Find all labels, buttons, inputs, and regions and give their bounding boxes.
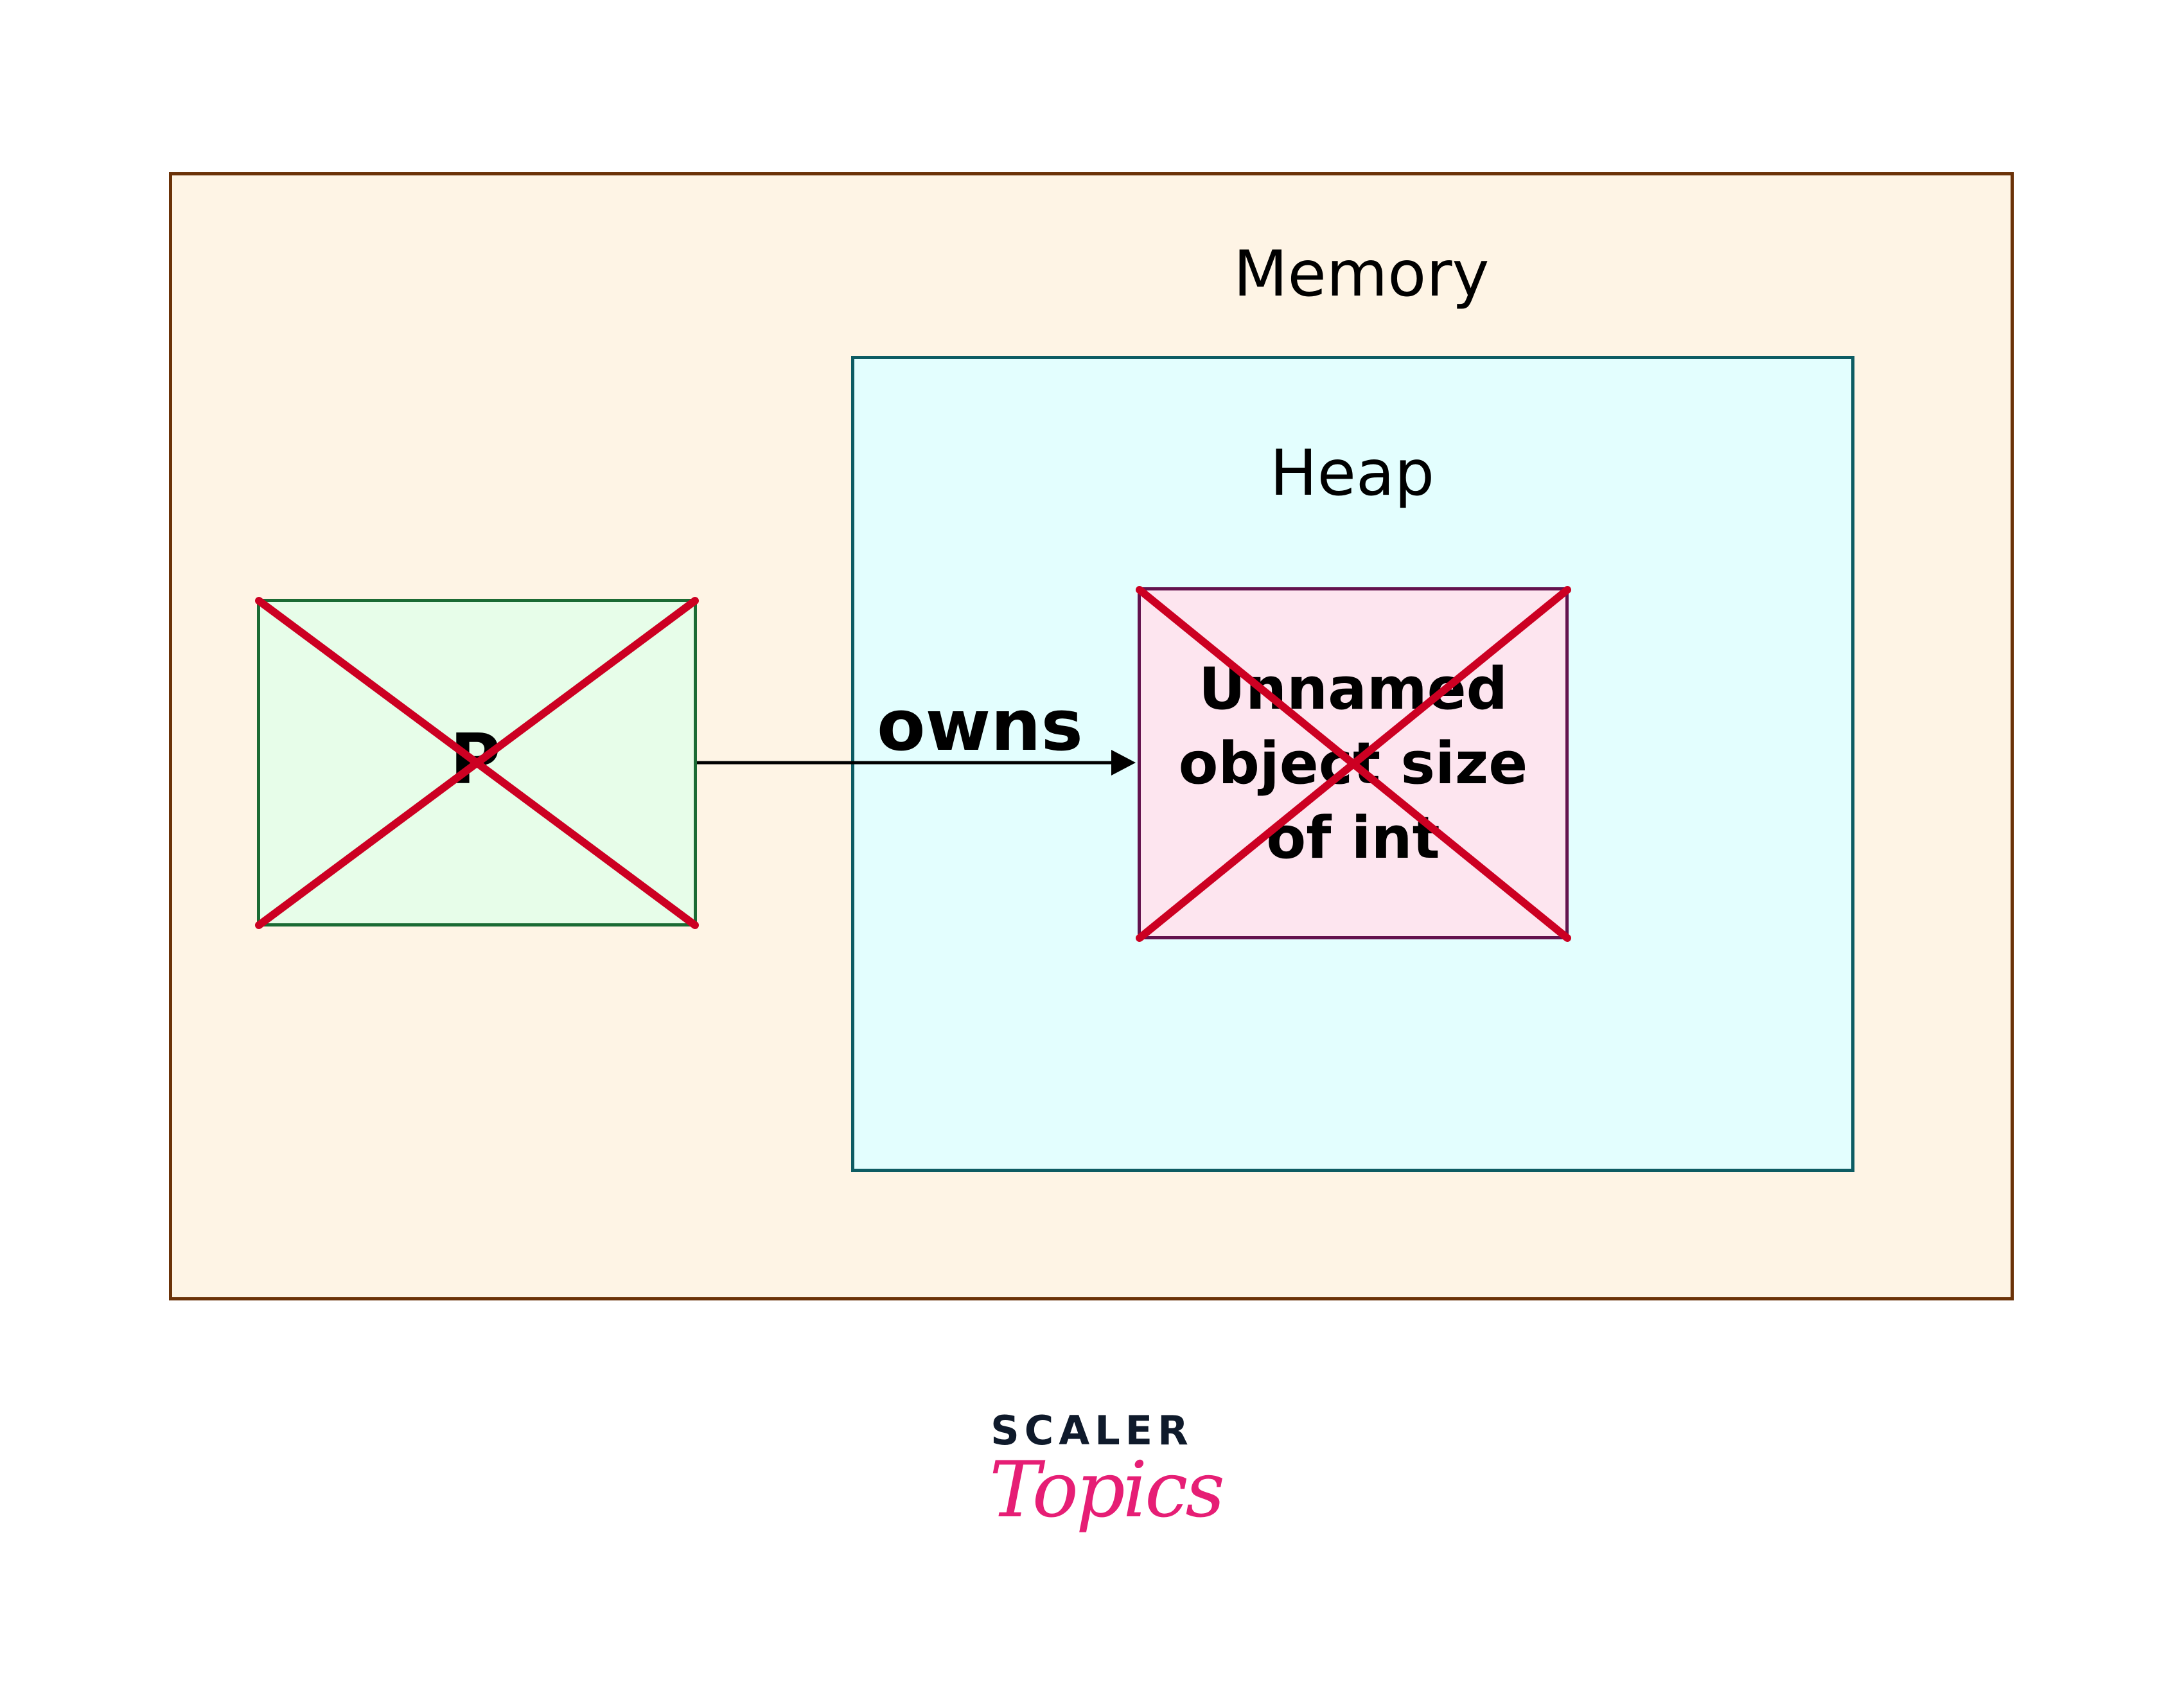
owns-edge-label: owns: [877, 684, 1083, 767]
logo-scaler-text: SCALER: [991, 1407, 1193, 1454]
pointer-p-label: P: [450, 720, 501, 800]
logo-topics-text: Topics: [989, 1446, 1225, 1535]
unnamed-object-label: Unnamed object size of int: [1178, 655, 1528, 872]
heap-label: Heap: [1269, 437, 1435, 510]
scaler-topics-logo: SCALER Topics: [989, 1407, 1225, 1581]
memory-label: Memory: [1233, 238, 1490, 311]
